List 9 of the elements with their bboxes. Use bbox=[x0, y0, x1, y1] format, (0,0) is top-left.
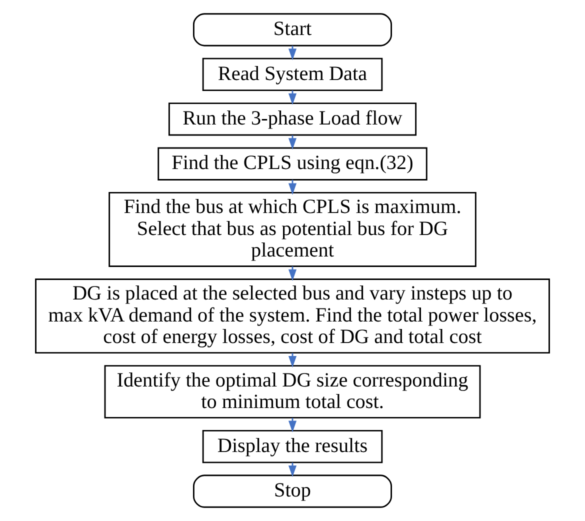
node-box: Read System Data bbox=[202, 58, 383, 92]
node-box: Start bbox=[192, 13, 392, 46]
node-box: Display the results bbox=[202, 430, 383, 464]
node-box: Stop bbox=[192, 474, 392, 508]
node-box: Find the CPLS using eqn.(32) bbox=[158, 147, 428, 180]
node-box: Run the 3-phase Load flow bbox=[168, 102, 417, 136]
node-box: DG is placed at the selected bus and vary insteps up to max kVA demand of the system. Find the total power losses, cost of energy losses, cost of DG and total cost bbox=[35, 278, 550, 354]
node-box: Find the bus at which CPLS is maximum. Select that bus as potential bus for DG placement bbox=[108, 192, 476, 267]
node-box: Identify the optimal DG size corresponding to minimum total cost. bbox=[104, 365, 481, 418]
